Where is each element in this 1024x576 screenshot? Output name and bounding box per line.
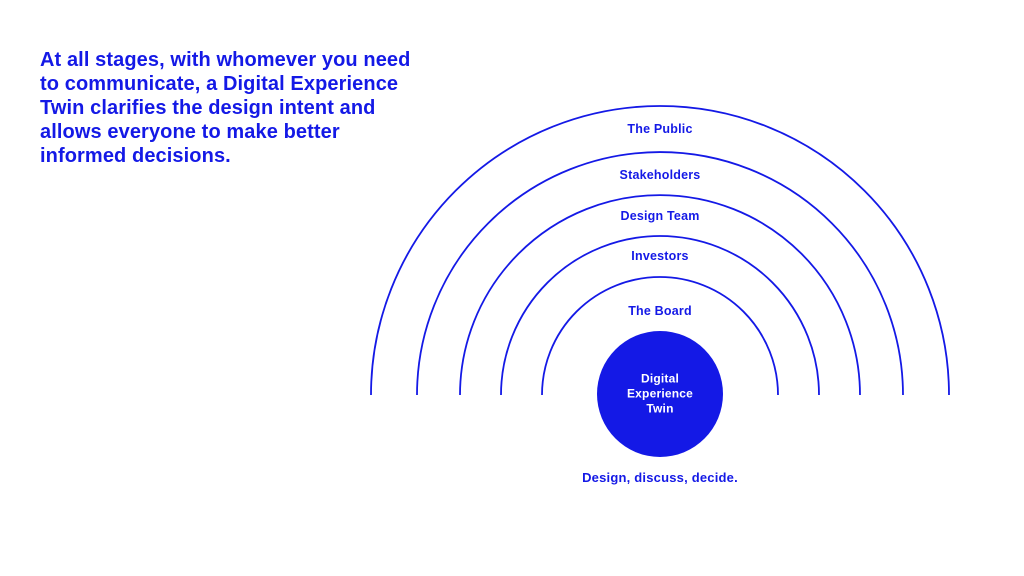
ring-arc-stakeholders bbox=[416, 151, 904, 396]
center-circle bbox=[597, 331, 723, 457]
ring-label-the-board: The Board bbox=[628, 304, 692, 318]
intro-text: At all stages, with whomever you need to… bbox=[40, 49, 411, 167]
center-circle-label: Digital Experience Twin bbox=[626, 371, 694, 416]
ring-label-the-public: The Public bbox=[627, 122, 693, 136]
ring-label-investors: Investors bbox=[631, 249, 689, 263]
ring-arc-the-board bbox=[541, 276, 779, 396]
ring-label-design-team: Design Team bbox=[620, 209, 700, 223]
ring-arc-the-public bbox=[370, 105, 950, 396]
ring-label-stakeholders: Stakeholders bbox=[619, 168, 701, 182]
ring-arc-investors bbox=[500, 235, 820, 396]
ring-arc-design-team bbox=[459, 194, 861, 396]
diagram-caption: Design, discuss, decide. bbox=[582, 470, 738, 485]
